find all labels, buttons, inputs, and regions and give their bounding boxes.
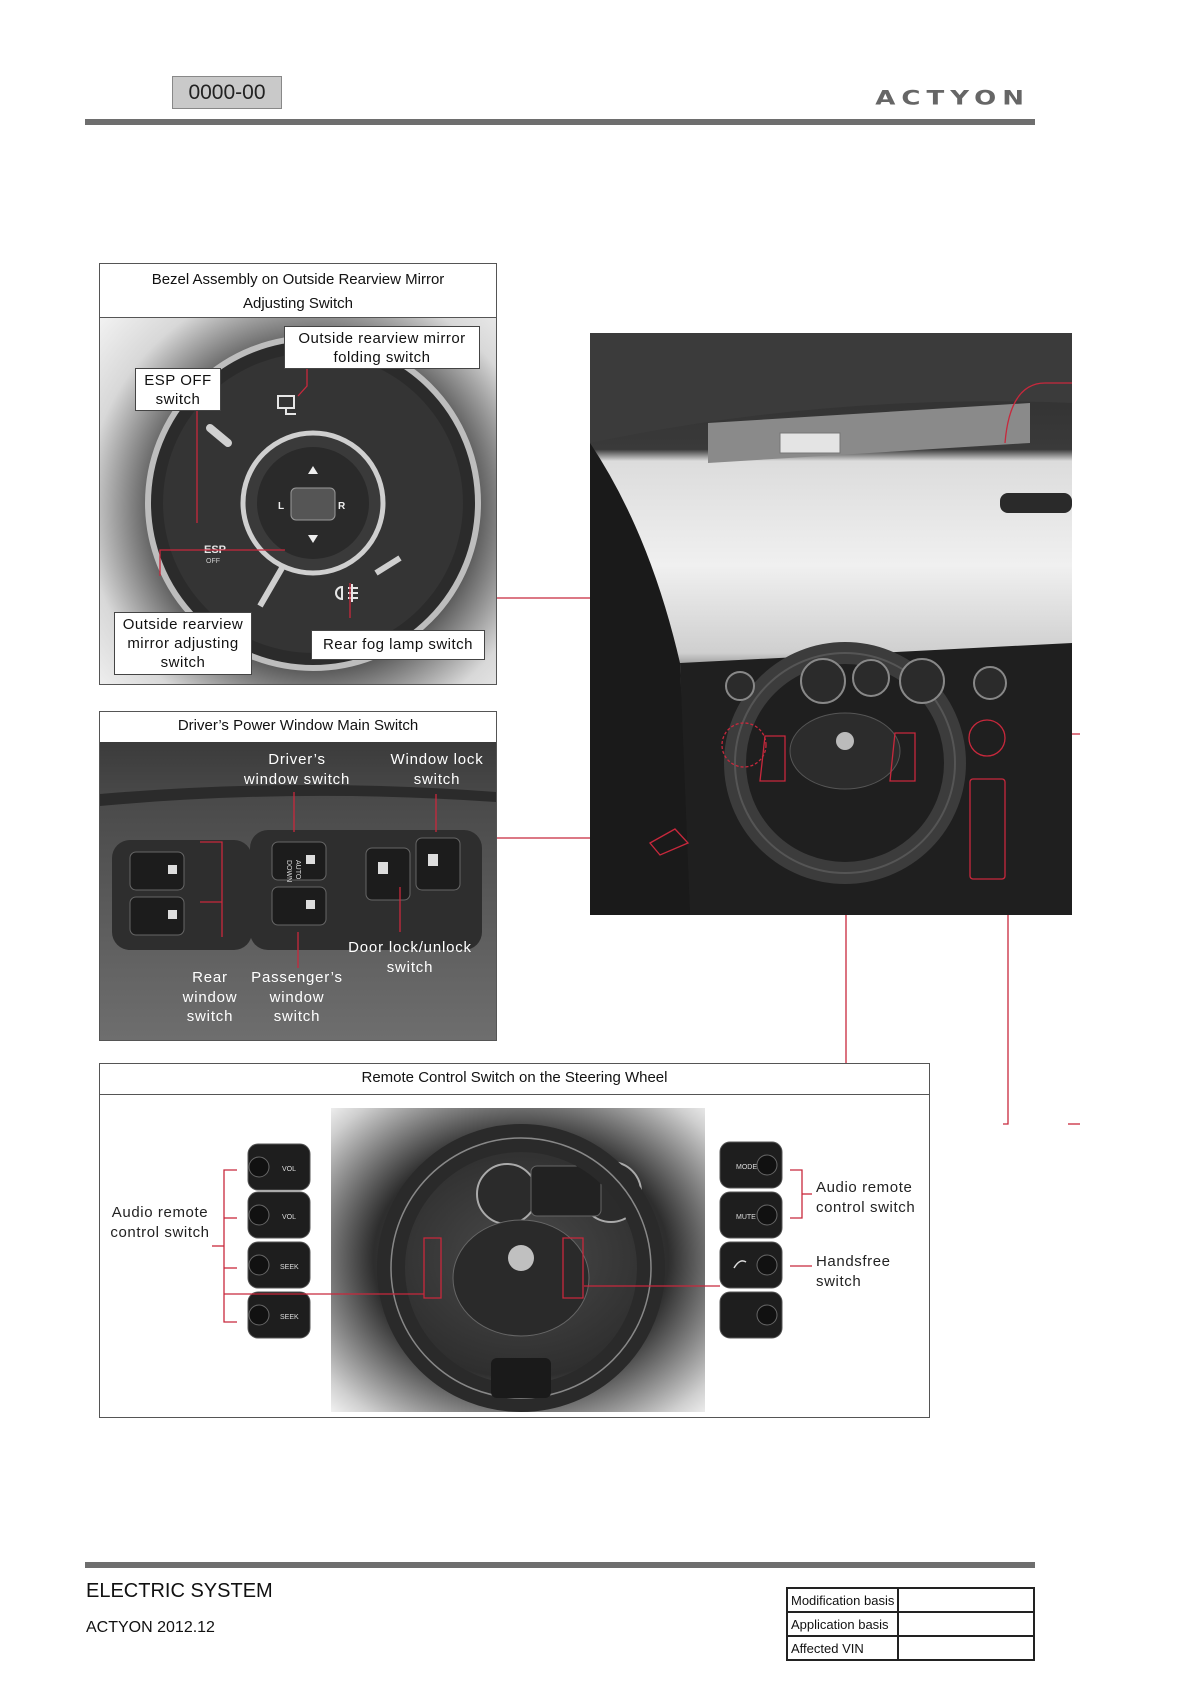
brand-logo: ACTYON — [875, 87, 1030, 110]
affected-vin-value — [897, 1635, 1036, 1661]
rear-window-line1: Rear — [192, 969, 228, 986]
handsfree-line2: switch — [816, 1272, 862, 1290]
rear-window-line3: switch — [186, 1008, 234, 1025]
driver-window-line1: Driver’s — [268, 751, 326, 768]
passenger-window-line1: Passenger’s — [251, 969, 343, 986]
mirror-folding-line1: Outside rearview mirror — [298, 330, 466, 347]
handsfree-line1: Handsfree — [816, 1253, 891, 1270]
audio-remote-right-line1: Audio remote — [816, 1179, 913, 1196]
seek-down-mark: SEEK — [280, 1314, 299, 1321]
window-lock-line1: Window lock — [390, 751, 484, 768]
remote-buttons-drawing: VOL VOL SEEK SEEK MODE MUTE — [212, 1141, 812, 1339]
modification-table: Modification basis Application basis Aff… — [785, 1587, 1036, 1661]
window-lock-label: Window lock switch — [382, 750, 492, 789]
seek-up-mark: SEEK — [280, 1264, 299, 1271]
door-lock-line1: Door lock/unlock — [348, 939, 472, 956]
window-switch-photo: AUTO DOWN Driver’s window switch Window … — [100, 742, 496, 1040]
driver-window-label: Driver’s window switch — [230, 750, 364, 789]
mirror-bezel-panel: Bezel Assembly on Outside Rearview Mirro… — [99, 263, 497, 685]
audio-remote-right-line2: control switch — [816, 1198, 916, 1216]
page-code: 0000-00 — [172, 76, 282, 109]
rear-fog-callout: Rear fog lamp switch — [311, 630, 485, 660]
header-rule — [85, 119, 1035, 125]
remote-control-panel: Remote Control Switch on the Steering Wh… — [99, 1063, 930, 1418]
affected-vin-label: Affected VIN — [785, 1635, 900, 1661]
off-mark: OFF — [206, 558, 220, 565]
steering-wheel-photo — [331, 1108, 705, 1412]
vol-down-mark: VOL — [282, 1214, 296, 1221]
application-value — [897, 1611, 1036, 1637]
mirror-adjust-line3: switch — [160, 654, 206, 671]
door-lock-label: Door lock/unlock switch — [340, 938, 480, 977]
mirror-panel-title-line2: Adjusting Switch — [242, 295, 354, 312]
audio-remote-left-label: Audio remote control switch — [108, 1203, 212, 1242]
modification-label: Modification basis — [785, 1587, 900, 1613]
application-label: Application basis — [785, 1611, 900, 1637]
cockpit-drawing — [590, 333, 1072, 915]
passenger-window-line2: window — [269, 988, 325, 1006]
mirror-switch-photo: ESP OFF L R Outside rearview mirror f — [100, 318, 496, 684]
remote-panel-title: Remote Control Switch on the Steering Wh… — [100, 1064, 929, 1095]
steering-wheel-drawing — [377, 1124, 665, 1412]
vol-up-mark: VOL — [282, 1166, 296, 1173]
mirror-adjust-line2: mirror adjusting — [127, 635, 239, 652]
mirror-panel-title-line1: Bezel Assembly on Outside Rearview Mirro… — [151, 271, 445, 288]
footer-rule — [85, 1562, 1035, 1568]
driver-window-line2: window switch — [243, 770, 351, 788]
rear-window-line2: window — [182, 988, 238, 1006]
window-switch-drawing: AUTO DOWN — [100, 784, 496, 968]
handsfree-label: Handsfree switch — [816, 1252, 926, 1291]
right-mark: R — [338, 501, 346, 512]
mirror-adjust-callout: Outside rearview mirror adjusting switch — [114, 612, 252, 675]
mirror-fold-icon — [277, 395, 296, 415]
mirror-switch-drawing: ESP OFF L R — [145, 335, 481, 671]
footer-model: ACTYON 2012.12 — [86, 1619, 215, 1636]
modification-value — [897, 1587, 1036, 1613]
passenger-window-label: Passenger’s window switch — [242, 968, 352, 1027]
passenger-window-line3: switch — [273, 1008, 321, 1025]
mirror-panel-title: Bezel Assembly on Outside Rearview Mirro… — [100, 264, 496, 318]
power-window-panel: Driver’s Power Window Main Switch AUTO D… — [99, 711, 497, 1041]
window-panel-title: Driver’s Power Window Main Switch — [100, 712, 496, 743]
mode-mark: MODE — [736, 1164, 757, 1171]
affected-vin-row: Affected VIN — [785, 1635, 1036, 1661]
mirror-adjust-line1: Outside rearview — [122, 616, 244, 633]
left-mark: L — [278, 501, 284, 512]
application-row: Application basis — [785, 1611, 1036, 1637]
rear-fog-text: Rear fog lamp switch — [322, 636, 474, 653]
footer-section-title: ELECTRIC SYSTEM — [86, 1580, 273, 1602]
rear-window-label: Rear window switch — [180, 968, 240, 1027]
handsfree-phone-icon — [733, 1260, 747, 1269]
audio-remote-left-line1: Audio remote — [111, 1204, 209, 1221]
cockpit-photo — [590, 333, 1072, 915]
modification-row: Modification basis — [785, 1587, 1036, 1613]
esp-off-line2: switch — [155, 391, 201, 408]
auto-mark: AUTO — [294, 860, 301, 880]
window-lock-line2: switch — [413, 770, 461, 788]
audio-remote-right-label: Audio remote control switch — [816, 1178, 926, 1217]
door-lock-line2: switch — [386, 958, 434, 976]
down-mark: DOWN — [285, 860, 292, 882]
mirror-folding-line2: folding switch — [333, 349, 431, 366]
audio-remote-left-line2: control switch — [110, 1223, 210, 1241]
esp-off-callout: ESP OFF switch — [135, 368, 221, 411]
esp-off-line1: ESP OFF — [144, 372, 212, 389]
mute-mark: MUTE — [736, 1214, 756, 1221]
mirror-folding-callout: Outside rearview mirror folding switch — [284, 326, 480, 369]
